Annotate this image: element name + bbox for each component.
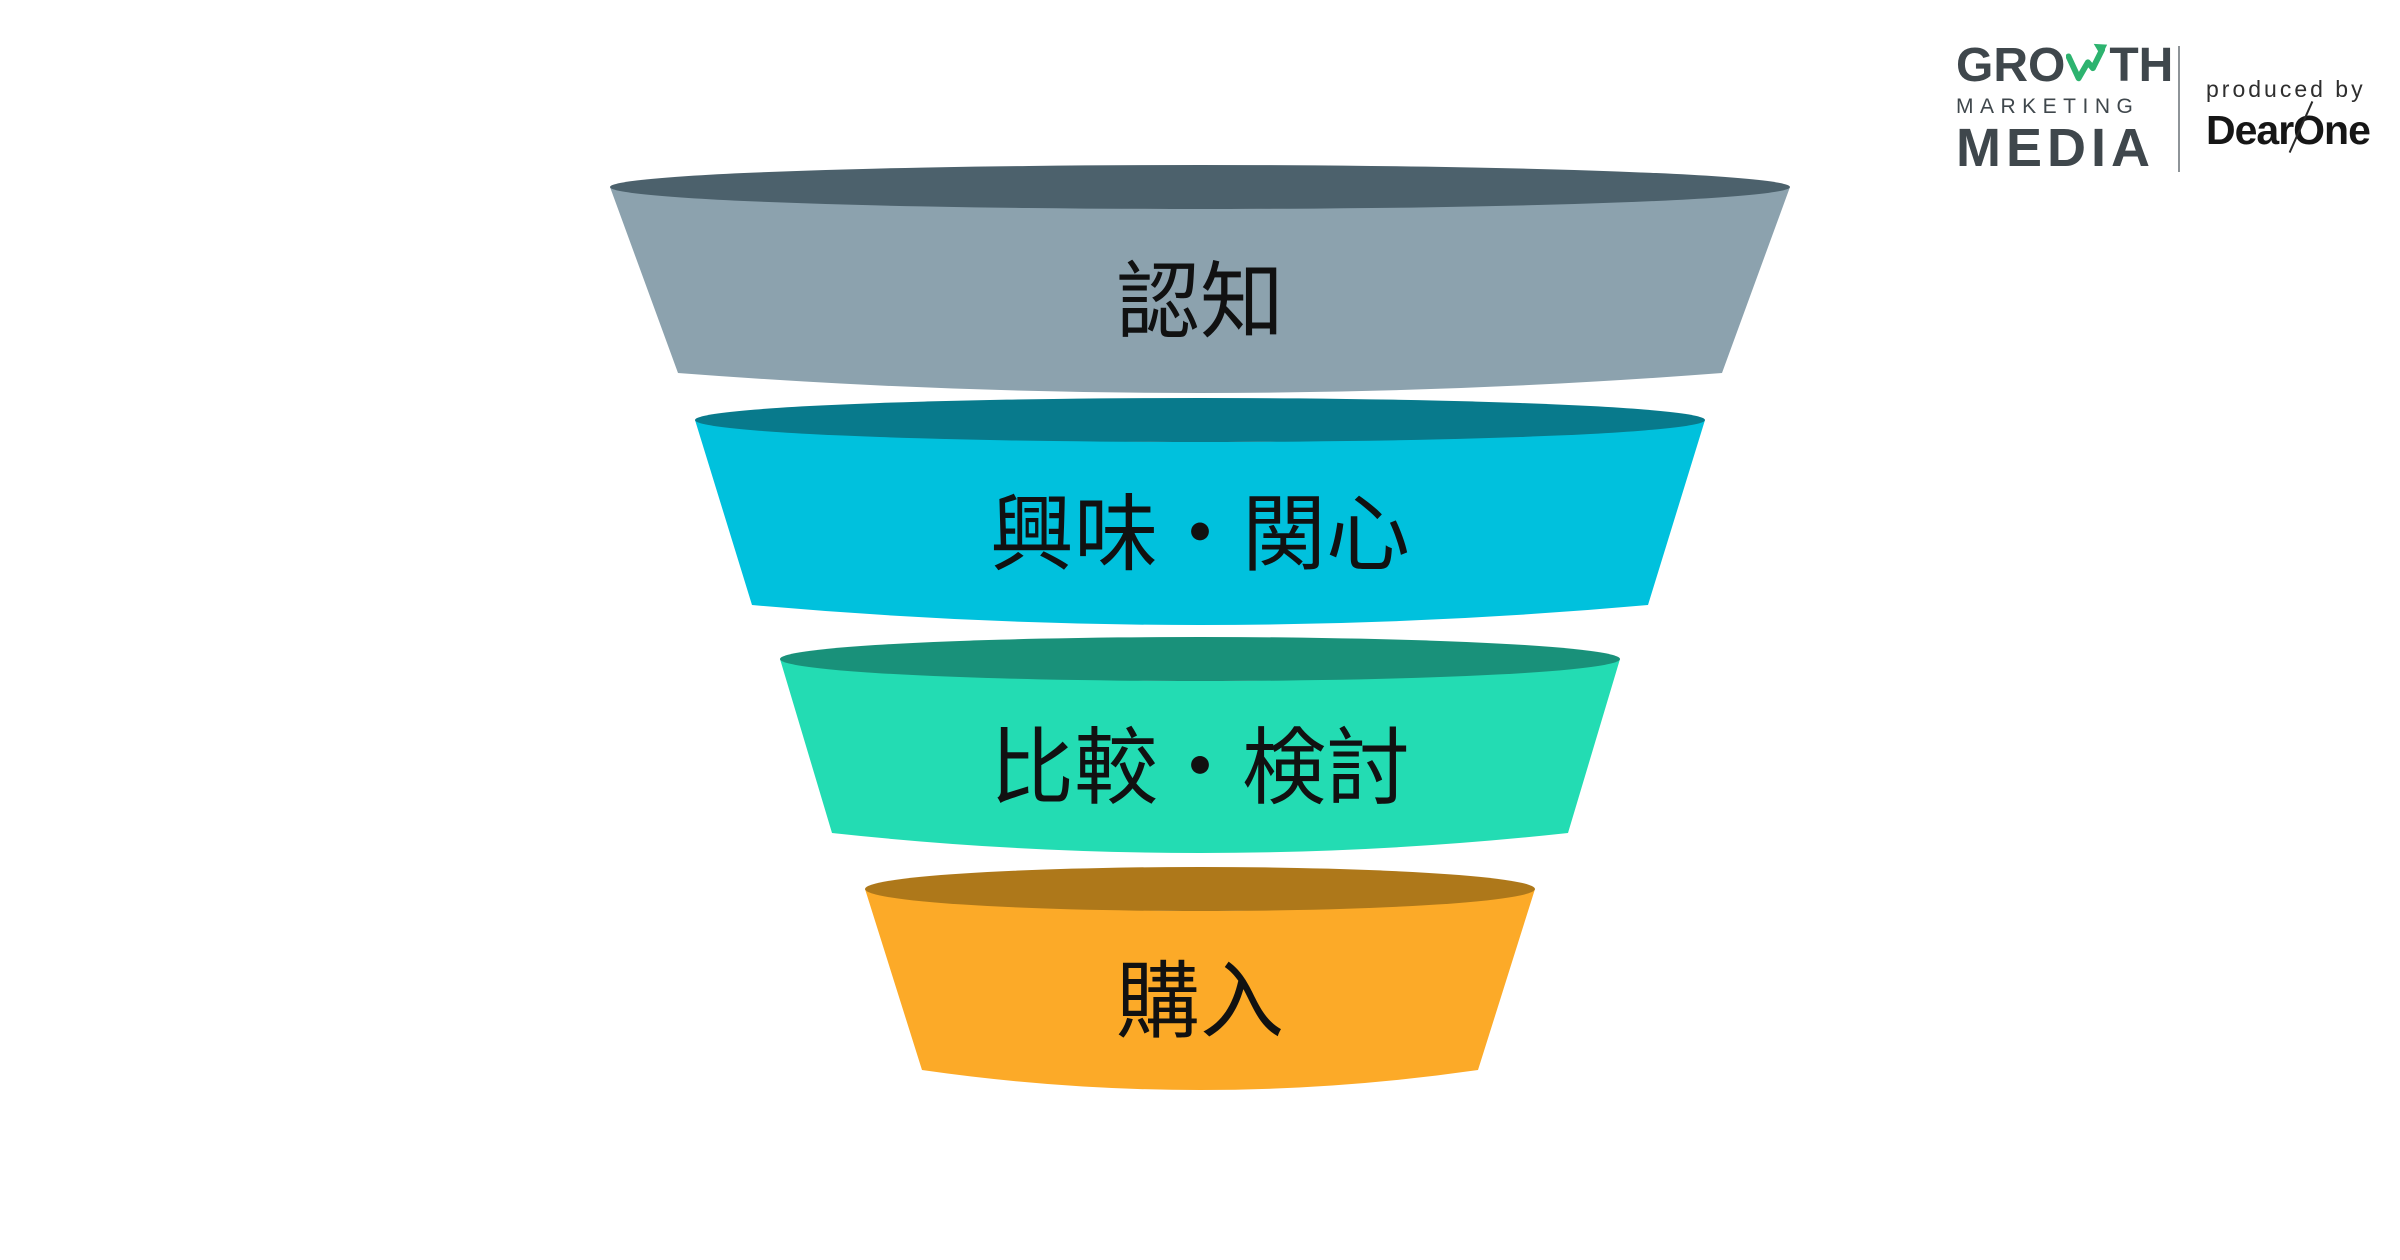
funnel-stage-label: 認知 — [1116, 255, 1284, 349]
logo-growth-line: GRO TH — [1956, 40, 2173, 92]
logo-growth-suffix: TH — [2109, 39, 2174, 92]
funnel-stage-label: 購入 — [1116, 955, 1284, 1049]
funnel-stage-body — [695, 420, 1705, 625]
funnel-stage-top-ellipse — [780, 637, 1620, 681]
funnel-stage-interest: 興味・関心 — [695, 398, 1705, 625]
logo-growth-prefix: GRO — [1956, 39, 2066, 92]
funnel-stage-label: 比較・検討 — [990, 721, 1410, 815]
produced-by-label: produced by — [2206, 76, 2366, 102]
producer-block: produced by DearOne — [2206, 76, 2371, 153]
funnel-stage-body — [610, 187, 1790, 393]
funnel-stage-purchase: 購入 — [865, 867, 1535, 1090]
funnel-stage-awareness: 認知 — [610, 165, 1790, 393]
funnel-stage-top-ellipse — [865, 867, 1535, 911]
dearone-wordmark: DearOne — [2206, 107, 2371, 153]
logo-marketing-line: MARKETING — [1956, 95, 2140, 118]
funnel-stage-top-ellipse — [695, 398, 1705, 442]
funnel-stage-body — [780, 659, 1620, 853]
logo-media-line: MEDIA — [1956, 118, 2155, 178]
logo-divider — [2178, 46, 2180, 172]
funnel-stage-body — [865, 889, 1535, 1090]
funnel-stage-label: 興味・関心 — [990, 488, 1410, 582]
logo-wordmark: GRO TH MARKETING MEDIA — [1956, 40, 2173, 178]
growth-marketing-media-logo: GRO TH MARKETING MEDIA produced by DearO… — [1956, 40, 2371, 178]
funnel-stage-top-ellipse — [610, 165, 1790, 209]
funnel-stage-comparison: 比較・検討 — [780, 637, 1620, 853]
dearone-logo: DearOne — [2206, 101, 2371, 153]
growth-arrow-icon — [2065, 40, 2108, 88]
